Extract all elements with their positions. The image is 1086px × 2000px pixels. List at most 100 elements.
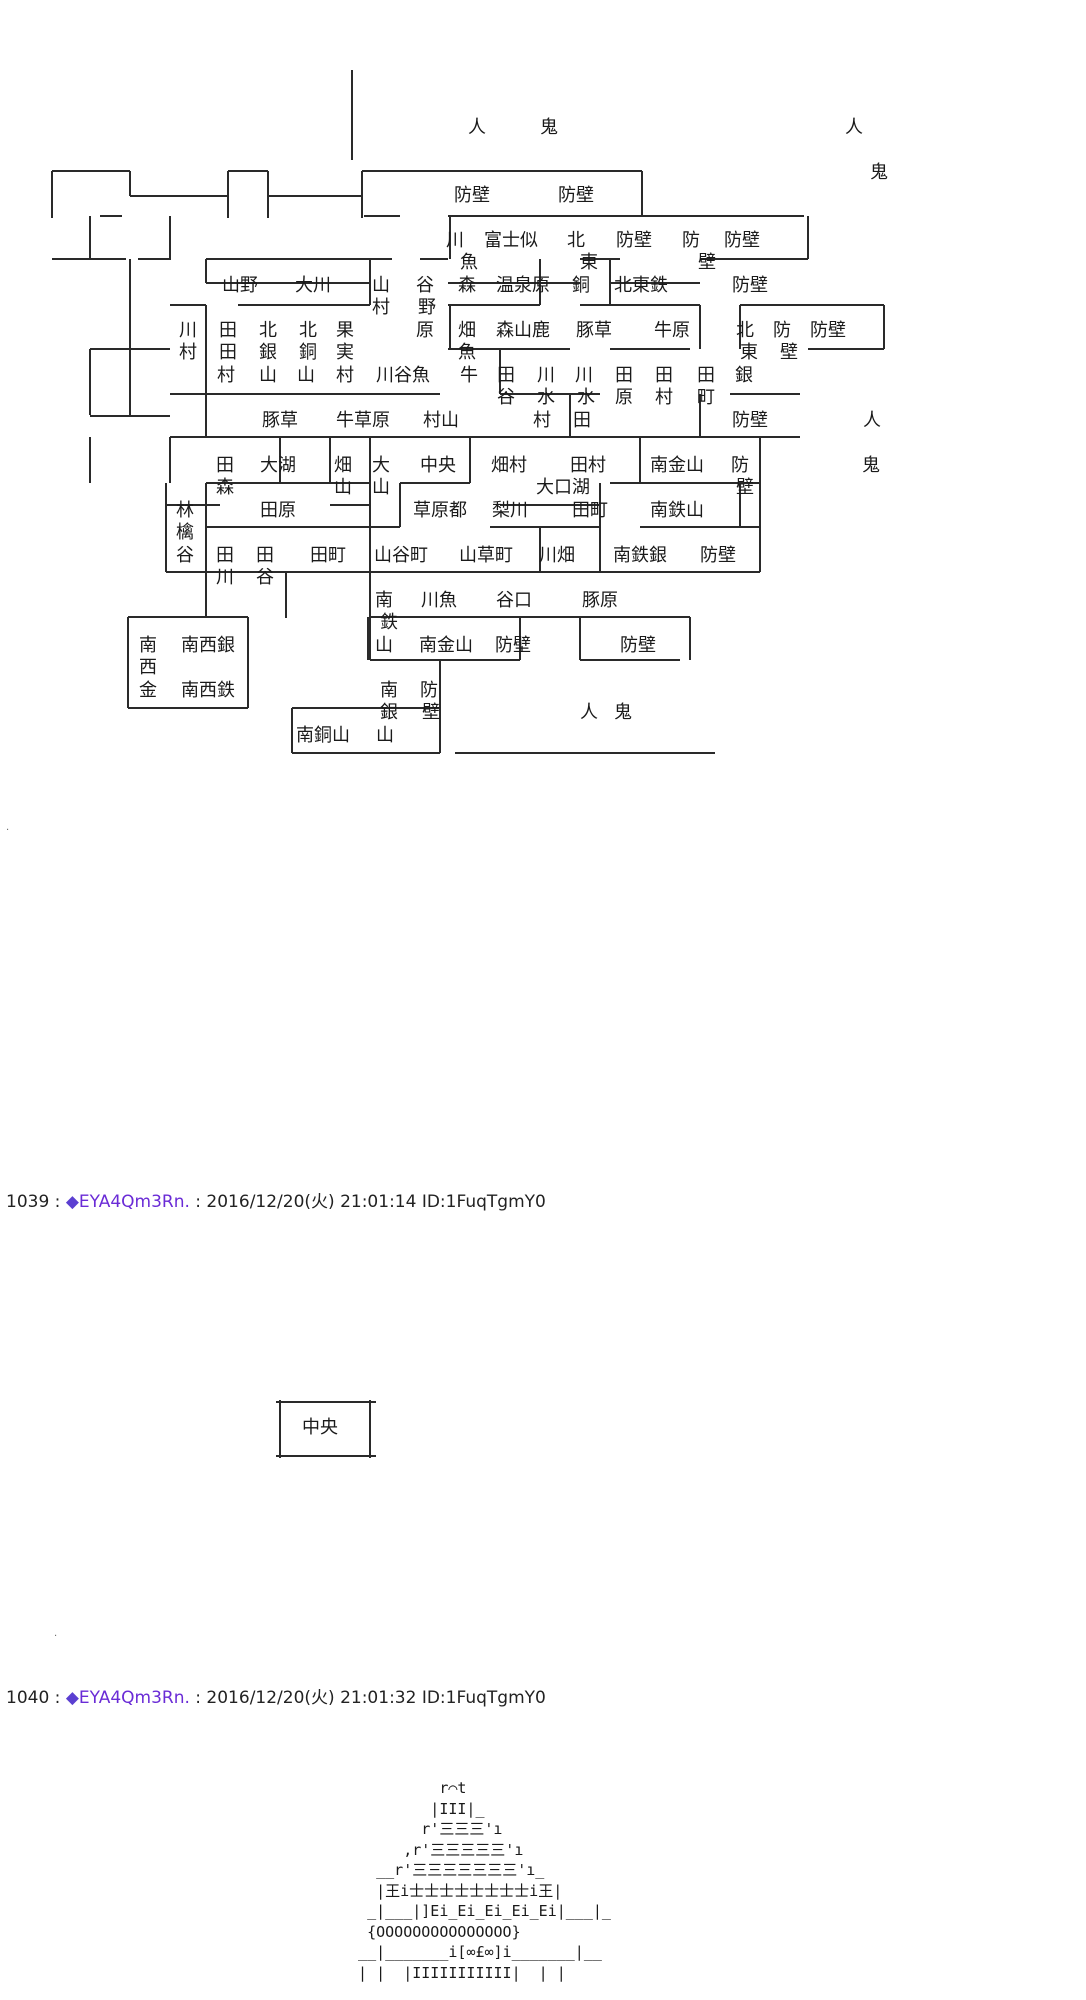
map-label-r14-1: 檎 — [176, 522, 194, 543]
post-sep: : — [49, 1192, 66, 1212]
map-label-r12-3: 山 — [372, 477, 390, 498]
map-label-r17-1: 南 — [375, 590, 393, 611]
map-label-r20-1: 西 — [139, 657, 157, 678]
map-label-r7-4: 銅 — [299, 342, 317, 363]
post-header-1039: 1039 : ◆EYA4Qm3Rn. : 2016/12/20(火) 21:01… — [6, 1191, 546, 1213]
map-label-r19-3: 山 — [375, 635, 393, 656]
map-label-r7-1: 村 — [179, 342, 197, 363]
map-label-r9-2: 水 — [537, 387, 555, 408]
map-label-r10-7: 人 — [863, 410, 881, 431]
map-label-r9-4: 原 — [615, 387, 633, 408]
map-label-r22-2: 壁 — [422, 702, 440, 723]
map-label-r6-4: 北 — [299, 320, 317, 341]
map-label-m-oni-2: 鬼 — [870, 162, 888, 183]
map-label-r1-2: 防壁 — [558, 185, 594, 206]
map-label-r8-12: 田 — [697, 365, 715, 386]
map-label-r8-5: 川谷魚 — [376, 365, 430, 386]
map-label-r13-4: 梨川 — [492, 500, 528, 521]
map-label-r22-4: 鬼 — [614, 702, 632, 723]
map-label-r11-5: 中央 — [420, 455, 456, 476]
map-label-small-1: 中央 — [302, 1417, 338, 1438]
post-number: 1040 — [6, 1688, 50, 1708]
map-label-r23-1: 南銅山 — [296, 725, 350, 746]
map-label-m-hito-1: 人 — [468, 117, 486, 138]
map-label-r22-3: 人 — [580, 702, 598, 723]
map-label-r23-2: 山 — [376, 725, 394, 746]
post-header-1040: 1040 : ◆EYA4Qm3Rn. : 2016/12/20(火) 21:01… — [6, 1687, 546, 1709]
map-label-r5-2: 野 — [418, 297, 436, 318]
map-label-r8-9: 川 — [575, 365, 593, 386]
map-label-r8-6: 牛 — [460, 365, 478, 386]
trip-diamond-icon: ◆ — [65, 1192, 79, 1212]
map-label-r15-5: 山谷町 — [374, 545, 428, 566]
map-label-r21-4: 防 — [420, 680, 438, 701]
map-label-r15-6: 山草町 — [459, 545, 513, 566]
map-label-r21-3: 南 — [380, 680, 398, 701]
map-label-r19-2: 南西銀 — [181, 635, 235, 656]
map-label-r15-9: 防壁 — [700, 545, 736, 566]
map-label-r2-1: 川 — [446, 230, 464, 251]
map-label-r10-6: 防壁 — [732, 410, 768, 431]
map-label-r19-6: 防壁 — [620, 635, 656, 656]
post-author-trip[interactable]: EYA4Qm3Rn. — [78, 1688, 190, 1708]
map-label-r7-5: 実 — [336, 342, 354, 363]
map-label-r10-1: 豚草 — [262, 410, 298, 431]
map-label-r5-1: 村 — [372, 297, 390, 318]
map-label-r3-3: 壁 — [698, 252, 716, 273]
map-label-r2-3: 北 — [567, 230, 585, 251]
post-sep: : — [49, 1688, 66, 1708]
map-label-r1-1: 防壁 — [454, 185, 490, 206]
map-label-r12-5: 壁 — [736, 477, 754, 498]
map-label-r15-1: 谷 — [176, 545, 194, 566]
map-label-r2-2: 富士似 — [484, 230, 538, 251]
map-label-m-hito-2: 人 — [845, 117, 863, 138]
map-label-r21-1: 金 — [139, 680, 157, 701]
map-label-r10-5: 田 — [573, 410, 591, 431]
map-label-r13-1: 林 — [176, 500, 194, 521]
map-label-r13-6: 南鉄山 — [650, 500, 704, 521]
map-label-r8-1: 村 — [217, 365, 235, 386]
map-label-r10-4: 村 — [533, 410, 551, 431]
map-label-r12-4: 大口湖 — [536, 477, 590, 498]
map-label-m-oni-1: 鬼 — [540, 117, 558, 138]
map-label-r13-5: 田町 — [572, 500, 608, 521]
map-label-r7-7: 東 — [740, 342, 758, 363]
map-label-r10-3: 村山 — [423, 410, 459, 431]
map-label-r6-6: 原 — [416, 320, 434, 341]
map-label-r4-4: 谷 — [416, 275, 434, 296]
map-label-r8-4: 村 — [336, 365, 354, 386]
map-label-r4-5: 森 — [458, 275, 476, 296]
map-label-r9-3: 水 — [577, 387, 595, 408]
map-label-r21-2: 南西鉄 — [181, 680, 235, 701]
map-label-r22-1: 銀 — [380, 702, 398, 723]
map-label-r2-4: 防壁 — [616, 230, 652, 251]
map-label-r7-6: 魚 — [458, 342, 476, 363]
map-label-r11-1: 田 — [216, 455, 234, 476]
map-label-r7-2: 田 — [219, 342, 237, 363]
map-label-r15-2: 田 — [216, 545, 234, 566]
map-label-r12-1: 森 — [216, 477, 234, 498]
map-label-r6-12: 防 — [773, 320, 791, 341]
map-label-r6-1: 川 — [179, 320, 197, 341]
map-label-r3-2: 東 — [580, 252, 598, 273]
map-label-r10-2: 牛草原 — [336, 410, 390, 431]
map-label-r19-1: 南 — [139, 635, 157, 656]
map-label-r8-13: 銀 — [735, 365, 753, 386]
map-label-r6-9: 豚草 — [576, 320, 612, 341]
map-label-r3-1: 魚 — [460, 252, 478, 273]
map-label-r4-9: 防壁 — [732, 275, 768, 296]
post-number: 1039 — [6, 1192, 50, 1212]
separator-dot: . — [54, 1628, 58, 1639]
trip-diamond-icon: ◆ — [65, 1688, 79, 1708]
map-label-r11-9: 防 — [731, 455, 749, 476]
map-label-r9-1: 谷 — [497, 387, 515, 408]
map-label-r15-8: 南鉄銀 — [613, 545, 667, 566]
map-label-r4-8: 北東鉄 — [614, 275, 668, 296]
map-label-r4-7: 銅 — [572, 275, 590, 296]
map-label-r19-4: 南金山 — [419, 635, 473, 656]
map-label-r8-8: 川 — [537, 365, 555, 386]
post-author-trip[interactable]: EYA4Qm3Rn. — [78, 1192, 190, 1212]
map-label-r4-3: 山 — [372, 275, 390, 296]
map-label-r13-3: 草原都 — [413, 500, 467, 521]
map-label-r17-2: 川魚 — [421, 590, 457, 611]
